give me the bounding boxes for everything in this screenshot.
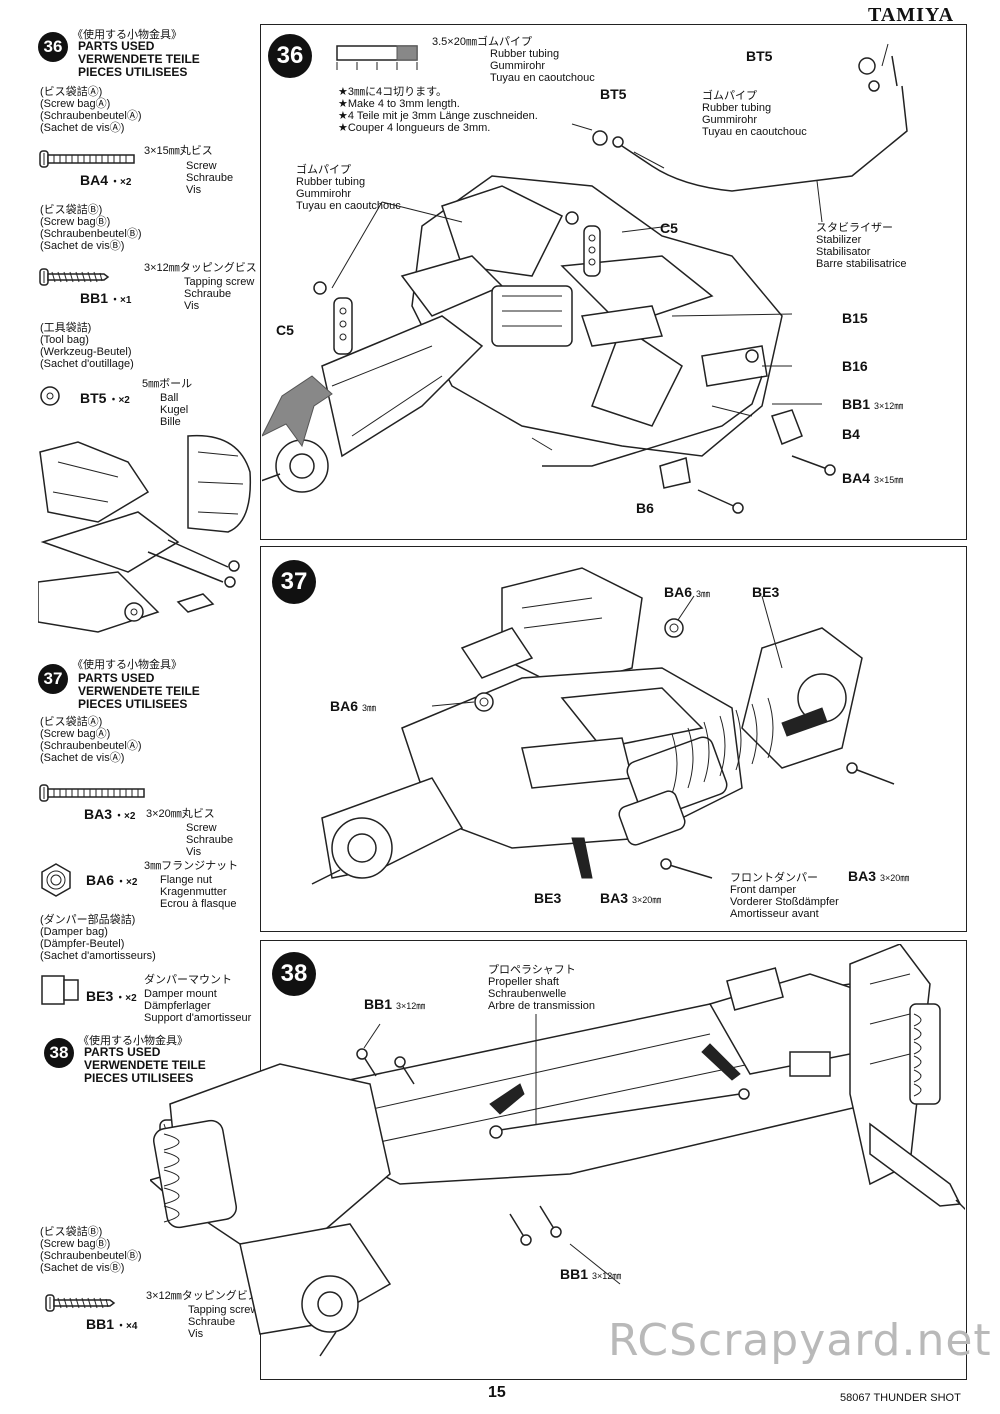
be3-jp: ダンパーマウント bbox=[144, 974, 232, 986]
ba4-size: 3×15㎜丸ビス bbox=[144, 145, 213, 157]
step-36-badge: 36 bbox=[38, 32, 68, 62]
bt5-size: 5㎜ボール bbox=[142, 378, 193, 390]
step-38-badge: 38 bbox=[44, 1038, 74, 1068]
step-38-assembly-drawing bbox=[153, 944, 965, 1357]
watermark: RCScrapyard.net bbox=[608, 1315, 992, 1366]
part-b15: B15 bbox=[842, 310, 868, 326]
step-38-number: 38 bbox=[272, 952, 316, 996]
bb1-label-38: BB1・×4 bbox=[86, 1316, 138, 1332]
ball-bt5-icon bbox=[40, 386, 60, 406]
ba3-label: BA3・×2 bbox=[84, 806, 136, 822]
part-c5-right: C5 bbox=[660, 220, 678, 236]
parts-used-jp: 《使用する小物金具》 bbox=[72, 29, 182, 41]
part-b6: B6 bbox=[636, 500, 654, 516]
brand-logo: TAMIYA bbox=[868, 4, 955, 26]
bb1-size: 3×12㎜タッピングビス bbox=[144, 262, 257, 274]
screw-bag-a-37: (ビス袋詰Ⓐ)(Screw bagⒶ)(SchraubenbeutelⒶ)(Sa… bbox=[40, 716, 142, 764]
stabilizer-detail-illustration bbox=[38, 434, 252, 633]
parts-used-jp-37: 《使用する小物金具》 bbox=[72, 659, 182, 671]
parts-used-jp-38: 《使用する小物金具》 bbox=[78, 1035, 188, 1047]
parts-used-heading: PARTS USED VERWENDETE TEILE PIECES UTILI… bbox=[78, 39, 200, 79]
tapping-screw-bb1-icon-38 bbox=[45, 1294, 116, 1312]
step-36-assembly-drawing bbox=[262, 43, 908, 514]
part-be3-top: BE3 bbox=[752, 584, 780, 600]
screw-ba4-icon bbox=[39, 150, 135, 168]
part-b4: B4 bbox=[842, 426, 860, 442]
part-bt5-right: BT5 bbox=[746, 48, 773, 64]
part-be3-bottom: BE3 bbox=[534, 890, 562, 906]
parts-used-heading-37: PARTS USED VERWENDETE TEILE PIECES UTILI… bbox=[78, 671, 200, 711]
page-number: 15 bbox=[488, 1384, 506, 1401]
screw-ba3-icon bbox=[39, 784, 145, 802]
step-37-assembly-drawing bbox=[311, 567, 895, 885]
flange-nut-ba6-icon bbox=[41, 863, 71, 897]
step-36-number: 36 bbox=[268, 34, 312, 78]
bb1-label: BB1・×1 bbox=[80, 290, 132, 306]
step-37-badge: 37 bbox=[38, 664, 68, 694]
tapping-screw-bb1-icon bbox=[39, 268, 110, 286]
ba3-size: 3×20㎜丸ビス bbox=[146, 808, 215, 820]
damper-mount-be3-icon bbox=[41, 975, 79, 1005]
screw-bag-a: (ビス袋詰Ⓐ) (Screw bagⒶ) (SchraubenbeutelⒶ) … bbox=[40, 86, 142, 134]
model-footer: 58067 THUNDER SHOT bbox=[840, 1392, 961, 1404]
tubing-size: 3.5×20㎜ゴムパイプ bbox=[432, 36, 532, 48]
step-37-number: 37 bbox=[272, 560, 316, 604]
be3-label: BE3・×2 bbox=[86, 988, 137, 1004]
bt5-label: BT5・×2 bbox=[80, 390, 130, 406]
ba4-label: BA4・×2 bbox=[80, 172, 132, 188]
part-c5-left: C5 bbox=[276, 322, 294, 338]
damper-bag: (ダンパー部品袋詰)(Damper bag)(Dämpfer-Beutel)(S… bbox=[40, 914, 156, 962]
tool-bag: (工具袋詰)(Tool bag)(Werkzeug-Beutel)(Sachet… bbox=[40, 322, 134, 370]
ba6-label: BA6・×2 bbox=[86, 872, 138, 888]
ba6-size: 3㎜フランジナット bbox=[144, 860, 239, 872]
cut-instructions: ★3㎜に4コ切ります。★Make 4 to 3mm length.★4 Teil… bbox=[338, 86, 538, 134]
parts-used-heading-38: PARTS USED VERWENDETE TEILE PIECES UTILI… bbox=[84, 1045, 206, 1085]
part-b16: B16 bbox=[842, 358, 868, 374]
part-bt5-left: BT5 bbox=[600, 86, 627, 102]
bb1-size-38: 3×12㎜タッピングビス bbox=[146, 1290, 259, 1302]
screw-bag-b: (ビス袋詰Ⓑ)(Screw bagⒷ)(SchraubenbeutelⒷ)(Sa… bbox=[40, 204, 142, 252]
screw-bag-b-38: (ビス袋詰Ⓑ)(Screw bagⒷ)(SchraubenbeutelⒷ)(Sa… bbox=[40, 1226, 142, 1274]
